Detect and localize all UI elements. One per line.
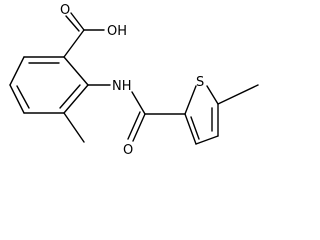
atom-label-amide-nh: NH (112, 79, 132, 94)
bond-carbonyl-c-o-double-b (127, 111, 141, 140)
atom-label-thiophene-s: S (196, 75, 204, 90)
bond-carbonyl-c-o-double-a (132, 113, 146, 142)
bond-benzene-c5-c6 (9, 56, 25, 86)
bond-carboxyl-c-o-double-b (65, 15, 80, 32)
bond-thiophene-c2-s (184, 85, 197, 115)
bond-thiophene-s-c5 (206, 85, 219, 105)
bond-benzene-c1-c2 (63, 56, 89, 86)
atom-label-carboxyl-o: O (60, 3, 70, 18)
bond-thiophene-c3-c2 (184, 113, 197, 145)
bond-benzene-inner-left (16, 85, 30, 109)
bond-ring-to-methyl (63, 112, 85, 143)
bond-thiophene-c4-c3 (195, 135, 219, 145)
bond-ring-to-carboxyl-c (63, 29, 85, 58)
bond-carboxyl-c-o-double-a (70, 12, 85, 31)
atom-label-amide-o: O (123, 143, 133, 158)
molecule-structure-diagram: O OH NH O S (9, 3, 259, 158)
bond-benzene-inner-right (59, 84, 81, 109)
bond-thiophene-to-methyl (217, 84, 259, 105)
bond-benzene-c4-c5 (9, 84, 25, 114)
bond-thiophene-inner-c2-c3 (190, 116, 200, 140)
bond-network (9, 12, 259, 145)
bond-benzene-c2-c3 (63, 84, 89, 114)
atom-labels: O OH NH O S (60, 3, 204, 158)
atom-label-hydroxyl: OH (107, 24, 127, 39)
bond-nh-to-carbonyl-c (131, 91, 146, 115)
